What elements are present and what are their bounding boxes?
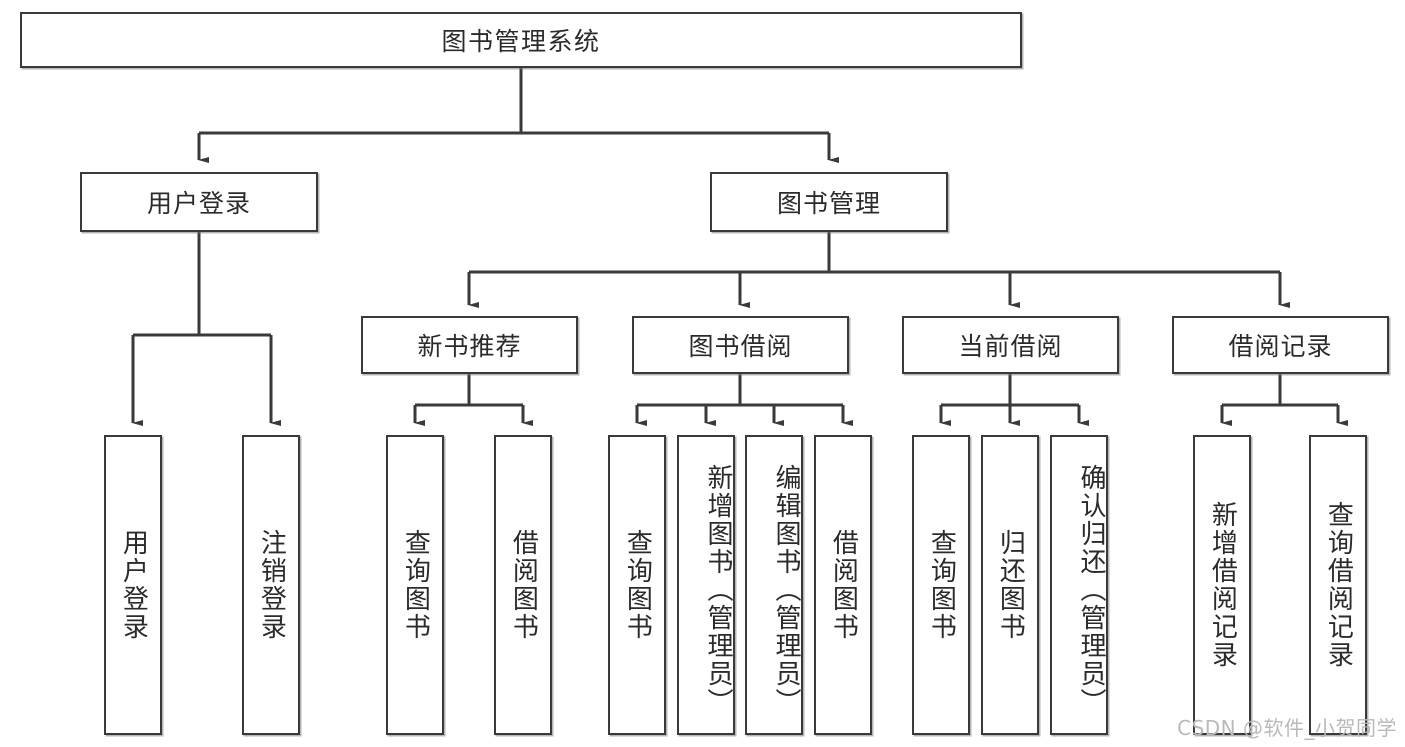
node-label: 查询借阅记录 [1323,501,1354,669]
leaf-add-borrow-record[interactable]: 新增借阅记录 [1193,435,1251,735]
node-label: 新增图书（管理员） [703,464,733,716]
leaf-query-book-borrow[interactable]: 查询图书 [608,435,666,735]
node-label: 借阅记录 [1228,332,1333,361]
node-label: 借阅图书 [508,529,539,641]
node-borrow-record[interactable]: 借阅记录 [1172,316,1389,374]
node-label: 新书推荐 [417,332,522,361]
node-label: 查询图书 [926,529,957,641]
leaf-query-borrow-record[interactable]: 查询借阅记录 [1309,435,1367,735]
leaf-user-login[interactable]: 用户登录 [104,435,162,735]
node-root-book-management-system[interactable]: 图书管理系统 [20,12,1022,68]
node-label: 图书管理系统 [441,27,601,56]
leaf-add-book-admin[interactable]: 新增图书（管理员） [677,435,735,735]
leaf-query-book-recommend[interactable]: 查询图书 [386,435,444,735]
node-label: 查询图书 [622,529,653,641]
node-label: 用户登录 [118,529,149,641]
leaf-confirm-return-admin[interactable]: 确认归还（管理员） [1050,435,1108,735]
node-label: 用户登录 [146,189,251,218]
node-label: 编辑图书（管理员） [771,464,801,716]
leaf-return-book[interactable]: 归还图书 [981,435,1039,735]
node-book-management[interactable]: 图书管理 [710,172,948,232]
leaf-edit-book-admin[interactable]: 编辑图书（管理员） [745,435,803,735]
node-label: 借阅图书 [828,529,859,641]
watermark-text: CSDN @软件_小贺同学 [1177,716,1397,740]
node-label: 查询图书 [400,529,431,641]
node-label: 确认归还（管理员） [1076,464,1106,716]
leaf-borrow-book-recommend[interactable]: 借阅图书 [494,435,552,735]
node-label: 归还图书 [995,529,1026,641]
node-label: 图书管理 [776,189,881,218]
node-book-borrow[interactable]: 图书借阅 [632,316,849,374]
leaf-logout[interactable]: 注销登录 [242,435,300,735]
leaf-borrow-book[interactable]: 借阅图书 [814,435,872,735]
node-label: 注销登录 [256,529,287,641]
node-user-login[interactable]: 用户登录 [80,172,318,232]
node-label: 图书借阅 [688,332,793,361]
node-label: 新增借阅记录 [1207,501,1238,669]
node-new-book-recommend[interactable]: 新书推荐 [361,316,578,374]
leaf-query-book-current[interactable]: 查询图书 [912,435,970,735]
node-label: 当前借阅 [958,332,1063,361]
node-current-borrow[interactable]: 当前借阅 [902,316,1119,374]
